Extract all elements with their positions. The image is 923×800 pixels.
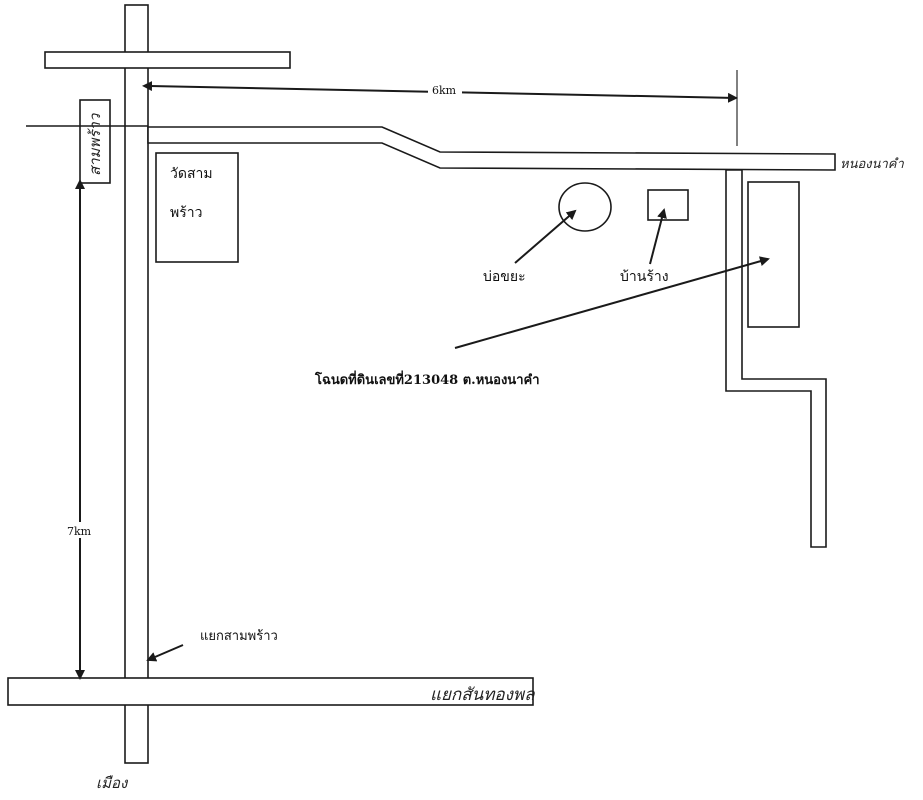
land-deed-label: โฉนดที่ดินเลขที่213048 ต.หนองนาคำ bbox=[314, 370, 540, 388]
right-side-road bbox=[725, 169, 827, 548]
distance-top-label: 6km bbox=[432, 84, 457, 97]
land-plot-box bbox=[747, 181, 800, 328]
abandoned-house-label: บ้านร้าง bbox=[620, 269, 669, 285]
distance-left-label: 7km bbox=[67, 525, 92, 538]
junction-arrow bbox=[146, 644, 184, 662]
sam-phrao-box bbox=[79, 99, 111, 184]
nong-na-kham-label: หนองนาคำ bbox=[840, 157, 904, 172]
road-joint-bottom bbox=[126, 679, 147, 704]
pond-circle bbox=[558, 182, 612, 232]
temple-label-line1: วัดสาม bbox=[170, 166, 213, 182]
pond-arrow bbox=[514, 209, 577, 264]
top-crossroad bbox=[44, 51, 291, 69]
main-road-vertical bbox=[124, 4, 149, 764]
temple-label-line2: พร้าว bbox=[170, 205, 202, 221]
temple-box bbox=[155, 152, 239, 263]
junction-label: แยกสามพร้าว bbox=[200, 629, 278, 644]
abandoned-house-arrow bbox=[649, 208, 667, 265]
city-label: เมือง bbox=[96, 774, 129, 792]
road-to-nong-na-kham bbox=[147, 126, 836, 171]
bottom-crossroad bbox=[7, 677, 534, 706]
pond-label: บ่อขยะ bbox=[483, 269, 526, 285]
abandoned-house-box bbox=[647, 189, 689, 221]
land-plot-arrow bbox=[454, 256, 770, 349]
san-thong-phon-label: แยกสันทองพล bbox=[430, 685, 536, 705]
sam-phrao-label: สามพร้าว bbox=[86, 112, 104, 176]
